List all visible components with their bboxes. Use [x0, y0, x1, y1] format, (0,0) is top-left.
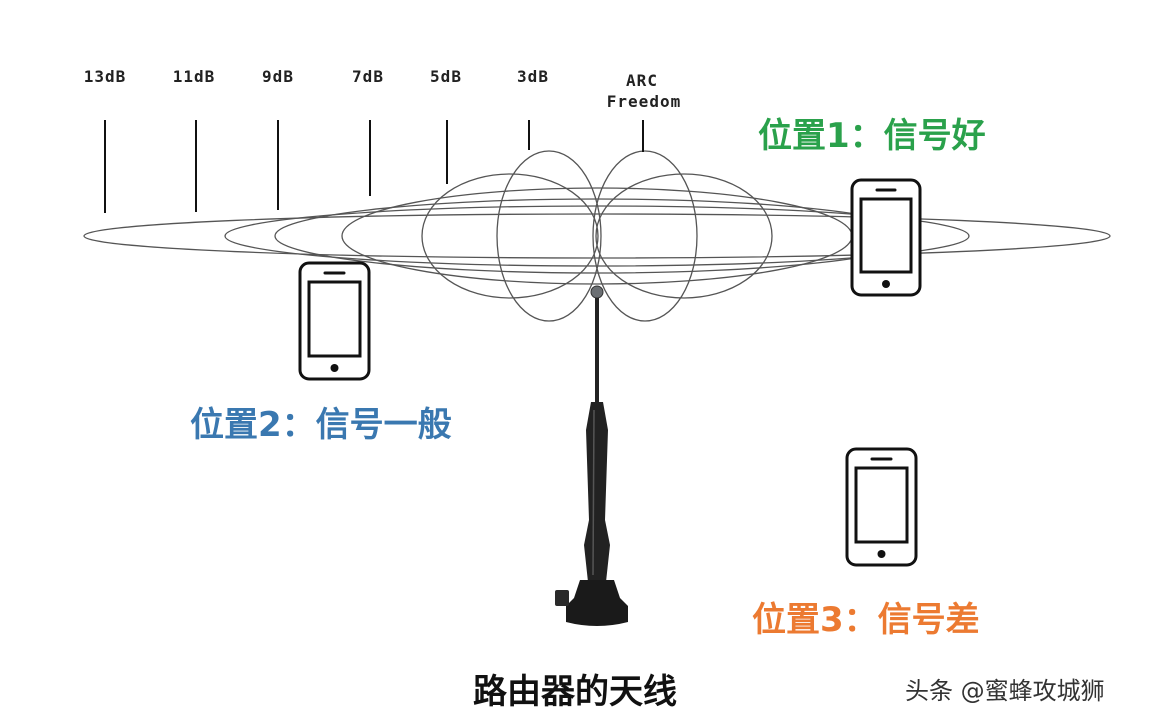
- position2-label: 位置2：信号一般: [190, 405, 452, 445]
- arc-label-line2: Freedom: [607, 92, 681, 111]
- watermark-text: 头条 @蜜蜂攻城狮: [905, 677, 1105, 705]
- position3-label: 位置3：信号差: [752, 600, 980, 640]
- gain-label-13db: 13dB: [84, 67, 127, 86]
- antenna-base: [566, 580, 628, 626]
- phone-icon-position2: [298, 261, 371, 381]
- antenna-connector: [555, 590, 569, 606]
- lobe-5db-right: [595, 173, 773, 299]
- gain-label-11db: 11dB: [173, 67, 216, 86]
- lobe-3db-right: [592, 150, 698, 322]
- antenna-body: [584, 402, 610, 582]
- arc-label-line1: ARC: [626, 71, 658, 90]
- phone-icon-position3: [845, 447, 918, 567]
- gain-label-7db: 7dB: [352, 67, 384, 86]
- gain-label-3db: 3dB: [517, 67, 549, 86]
- phone-icon-position1: [850, 178, 922, 297]
- antenna-body-highlight: [592, 409, 595, 576]
- lobe-13db: [83, 213, 1111, 259]
- router-antenna: [555, 285, 628, 626]
- gain-label-5db: 5dB: [430, 67, 462, 86]
- antenna-tip: [590, 285, 604, 299]
- gain-label-9db: 9dB: [262, 67, 294, 86]
- position1-label: 位置1：信号好: [758, 116, 986, 156]
- gain-labels: 13dB 11dB 9dB 7dB 5dB 3dB ARC Freedom: [84, 67, 681, 111]
- lobe-5db-left: [421, 173, 599, 299]
- lobe-9db: [274, 198, 920, 274]
- lobe-11db: [224, 205, 970, 267]
- gain-marker-lines: [104, 120, 644, 213]
- lobe-3db-left: [496, 150, 602, 322]
- diagram-caption: 路由器的天线: [473, 672, 677, 712]
